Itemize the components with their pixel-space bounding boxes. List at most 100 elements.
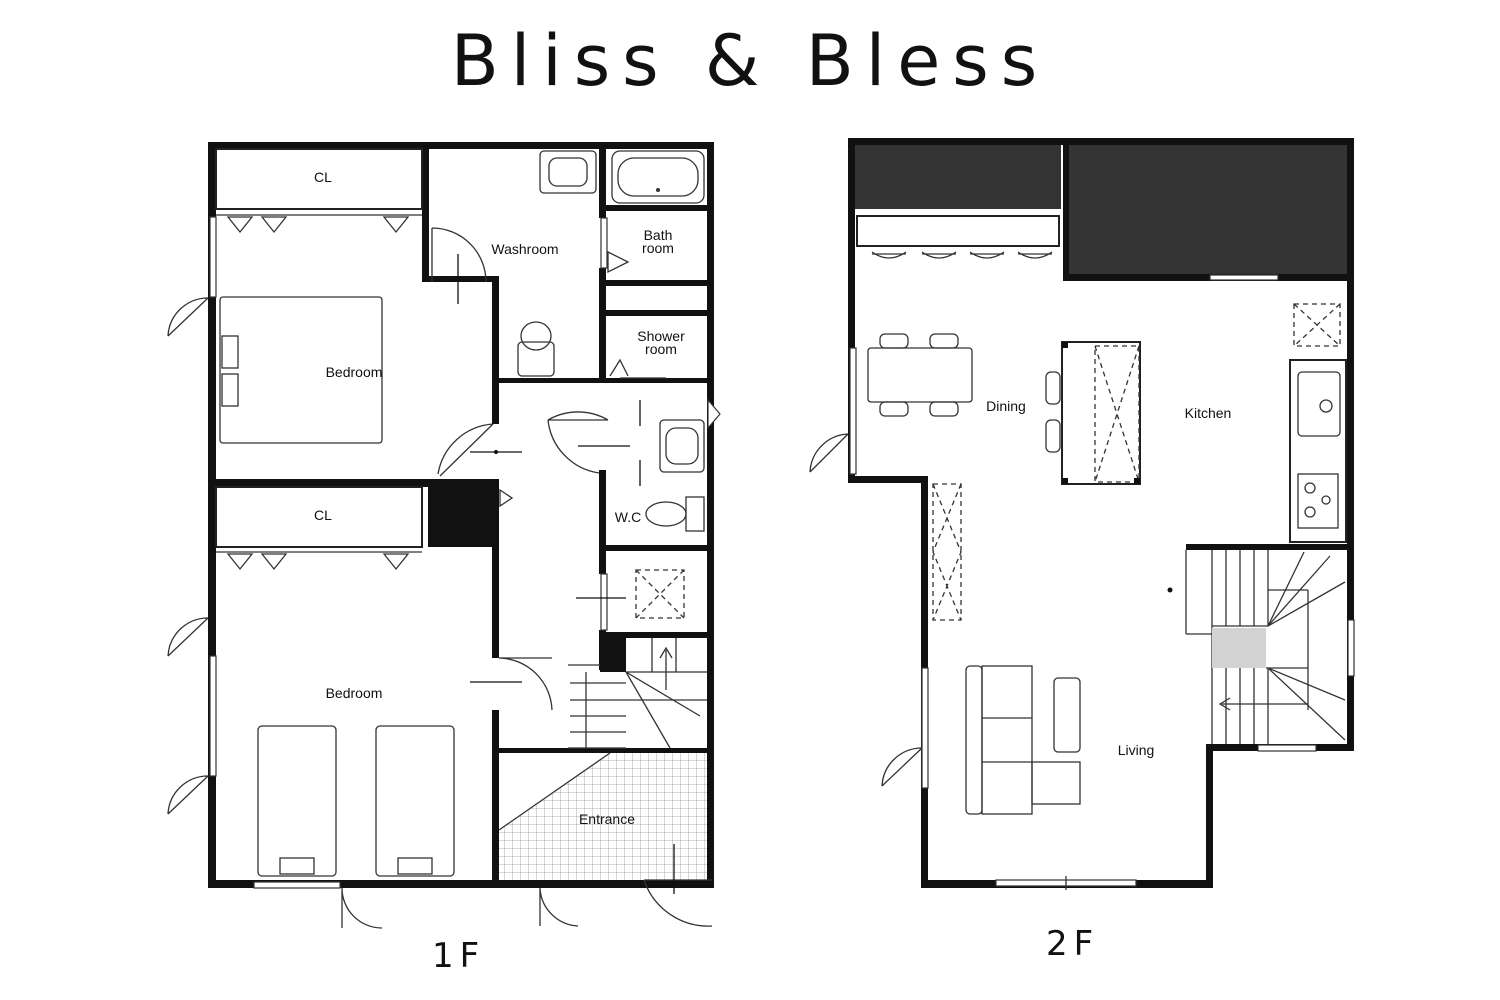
light-switch-markers bbox=[448, 254, 675, 894]
f1-wall bbox=[606, 280, 714, 286]
f2-wall-top bbox=[848, 138, 1354, 145]
f2-wall bbox=[1063, 274, 1354, 281]
f2-void-left bbox=[855, 145, 1061, 209]
floor-label-1f: 1F bbox=[432, 936, 486, 976]
sofa-icon bbox=[965, 665, 1081, 815]
label-closet-bottom: CL bbox=[314, 507, 332, 523]
door-swing-icon bbox=[167, 775, 209, 815]
f1-wall bbox=[606, 205, 714, 211]
bar-stool-icons bbox=[871, 251, 1053, 259]
sink-icon bbox=[659, 419, 705, 473]
label-closet-top: CL bbox=[314, 169, 332, 185]
f2-wall-left bbox=[848, 138, 855, 482]
label-bath-line1: Bath bbox=[644, 227, 673, 243]
f1-wall bbox=[499, 748, 714, 753]
label-living: Living bbox=[1118, 742, 1155, 758]
label-bedroom-top: Bedroom bbox=[326, 364, 383, 380]
double-bed-icon bbox=[219, 296, 383, 444]
f1-wall bbox=[499, 378, 709, 383]
f2-wall bbox=[1063, 145, 1069, 275]
sheet-title: Bliss & Bless bbox=[450, 20, 1050, 102]
cooktop-icon bbox=[1297, 473, 1339, 529]
label-wc: W.C bbox=[615, 509, 641, 525]
window-icon bbox=[253, 881, 341, 889]
f1-staircase bbox=[568, 638, 707, 749]
window-icon bbox=[921, 667, 929, 789]
f2-wall bbox=[1206, 744, 1213, 888]
stair-up-arrow-icon bbox=[659, 646, 673, 690]
single-bed-icon bbox=[375, 725, 455, 877]
label-shower-line1: Shower bbox=[637, 328, 685, 344]
f1-wall bbox=[599, 470, 606, 574]
coffee-table-icon bbox=[1053, 677, 1081, 753]
door-swing-icon bbox=[437, 423, 494, 477]
f1-wall-washroom-left bbox=[422, 142, 429, 282]
door-swing-icon bbox=[341, 887, 383, 929]
label-entrance: Entrance bbox=[579, 811, 635, 827]
door-swing-icon bbox=[539, 887, 579, 927]
window-icon bbox=[849, 347, 857, 475]
label-bedroom-bottom: Bedroom bbox=[326, 685, 383, 701]
f1-wall-left bbox=[208, 142, 216, 888]
f1-dark-shaft bbox=[428, 487, 492, 547]
door-swing-icon bbox=[431, 227, 487, 283]
closet-top bbox=[215, 148, 423, 210]
dining-chair-icons bbox=[879, 333, 959, 417]
floor-label-2f: 2F bbox=[1046, 924, 1100, 964]
fridge-box-icon bbox=[1293, 303, 1341, 347]
label-dining: Dining bbox=[986, 398, 1026, 414]
f1-wall bbox=[606, 545, 714, 551]
storage-box-icon bbox=[635, 569, 685, 619]
f1-wall bbox=[422, 276, 497, 282]
f1-wall-bottom bbox=[208, 880, 714, 888]
window-icon bbox=[209, 216, 217, 298]
dining-table-icon bbox=[867, 347, 973, 403]
f2-wall bbox=[848, 476, 928, 483]
door-swing-icon bbox=[167, 617, 209, 657]
front-door-swing-icon bbox=[643, 879, 713, 927]
stair-down-arrow-icon bbox=[1218, 697, 1308, 711]
f1-wall bbox=[599, 268, 606, 378]
f1-wall bbox=[606, 310, 714, 316]
door-swing-icon bbox=[167, 297, 209, 337]
f2-staircase bbox=[1167, 550, 1346, 744]
toilet-icon bbox=[517, 341, 555, 377]
label-kitchen: Kitchen bbox=[1185, 405, 1232, 421]
f2-void-right bbox=[1069, 145, 1347, 275]
f1-wall-bedroom-divider bbox=[208, 479, 499, 487]
closet-hanger-icon bbox=[226, 216, 410, 234]
window-icon bbox=[209, 655, 217, 777]
f1-stair-pillar bbox=[600, 636, 626, 672]
door-swing-icon bbox=[809, 433, 849, 473]
closet-hanger-icon bbox=[226, 553, 410, 571]
f1-wall bbox=[606, 632, 714, 638]
floor-plan-1f: CL Bedroom Washroom Bath room Shower roo… bbox=[167, 142, 721, 929]
wc-toilet-icon bbox=[685, 496, 705, 532]
door-swing-icon bbox=[498, 657, 553, 711]
f1-wall-bath bbox=[599, 142, 606, 218]
door-swing-icon bbox=[547, 419, 600, 474]
stair-landing bbox=[1212, 628, 1266, 668]
kitchen-sink-icon bbox=[1297, 371, 1341, 437]
door-swing-icon bbox=[881, 747, 923, 787]
closet-bottom bbox=[215, 486, 423, 548]
storage-cabinet-icon bbox=[932, 483, 962, 621]
floor-plan-2f: Dining Kitchen Living bbox=[809, 138, 1355, 890]
label-shower-line2: room bbox=[645, 341, 677, 357]
single-bed-icon bbox=[257, 725, 337, 877]
f1-wall bbox=[492, 276, 499, 424]
bar-counter bbox=[856, 215, 1060, 247]
f2-wall bbox=[1186, 544, 1352, 550]
f1-wall-right bbox=[707, 142, 714, 888]
f1-wall bbox=[492, 480, 499, 658]
label-washroom: Washroom bbox=[491, 241, 558, 257]
f1-wall-top bbox=[208, 142, 714, 149]
kitchen-island bbox=[1061, 341, 1141, 485]
label-bath-line2: room bbox=[642, 240, 674, 256]
f2-wall-right bbox=[1347, 138, 1354, 552]
wash-basin-icon bbox=[539, 150, 597, 194]
bathtub-icon bbox=[611, 150, 705, 204]
f1-wall bbox=[492, 710, 499, 882]
